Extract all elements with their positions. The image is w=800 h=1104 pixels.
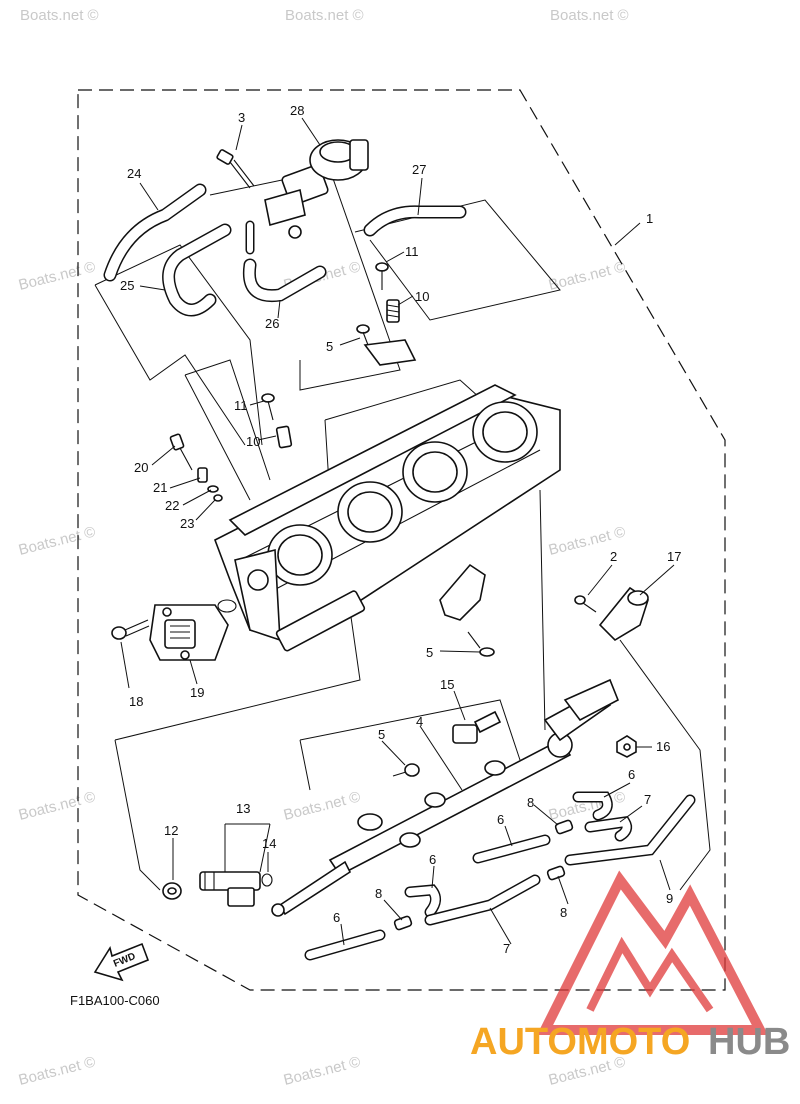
callout-leaders — [120, 117, 675, 946]
screw-5-lower — [467, 631, 495, 657]
fuel-rail-4 — [271, 678, 620, 917]
watermark: Boats.net © — [17, 523, 97, 559]
callout-11-lower: 11 — [234, 398, 248, 413]
callout-24: 24 — [127, 166, 141, 181]
hose-6-b — [404, 884, 441, 918]
hose-7-a — [424, 874, 541, 926]
watermark: Boats.net © — [282, 788, 362, 824]
callout-6-mid: 6 — [497, 812, 504, 827]
callout-3: 3 — [238, 110, 245, 125]
hose-26 — [242, 220, 327, 303]
callout-10-lower: 10 — [246, 434, 260, 449]
spring-21 — [197, 467, 208, 483]
joint-8-a — [393, 915, 413, 931]
watermark: Boats.net © — [20, 7, 99, 24]
hose-7-b — [584, 816, 633, 842]
callout-21: 21 — [153, 480, 167, 495]
callout-15: 15 — [440, 677, 454, 692]
logo-triangle-outer — [536, 870, 769, 1035]
bolt-18 — [111, 619, 150, 640]
callout-28: 28 — [290, 103, 304, 118]
screw-11-upper — [375, 262, 389, 290]
callout-22: 22 — [165, 498, 179, 513]
fwd-arrow: FWD — [93, 942, 150, 982]
callout-27: 27 — [412, 162, 426, 177]
callout-23: 23 — [180, 516, 194, 531]
joint-8-b — [546, 865, 566, 881]
sensor-15 — [452, 710, 502, 744]
bolt-2 — [574, 595, 597, 613]
seal-12 — [162, 882, 182, 900]
hose-6-a — [304, 929, 386, 961]
hose-9 — [564, 794, 696, 866]
callout-6-left: 6 — [333, 910, 340, 925]
logo-text-hub: HUB — [708, 1021, 790, 1063]
hose-27 — [363, 205, 467, 237]
assembly-boundary — [77, 89, 726, 991]
callout-7-right: 7 — [644, 792, 651, 807]
callout-9: 9 — [666, 891, 673, 906]
bracket-5 — [363, 339, 486, 621]
joint-8-c — [554, 819, 574, 835]
callout-19: 19 — [190, 685, 204, 700]
figure-code: F1BA100-C060 — [70, 993, 160, 1008]
watermark: Boats.net © — [285, 7, 364, 24]
callout-20: 20 — [134, 460, 148, 475]
o-ring-14 — [261, 873, 273, 887]
callout-1: 1 — [646, 211, 653, 226]
callout-14: 14 — [262, 836, 276, 851]
watermark: Boats.net © — [17, 1053, 97, 1089]
watermark: Boats.net © — [282, 1053, 362, 1089]
screw-11-lower — [261, 393, 275, 421]
callout-10-upper: 10 — [415, 289, 429, 304]
screw-5-rail — [392, 763, 420, 777]
sensor-17 — [598, 586, 649, 642]
spring-10-lower — [275, 425, 293, 449]
o-ring-23 — [213, 494, 223, 502]
screw-5-upper — [356, 324, 370, 346]
watermark: Boats.net © — [17, 258, 97, 294]
callout-13: 13 — [236, 801, 250, 816]
bolt-3 — [216, 149, 255, 189]
callout-8-right: 8 — [527, 795, 534, 810]
callout-4: 4 — [416, 714, 423, 729]
logo-triangle-inner — [586, 936, 714, 1013]
callout-6-center: 6 — [429, 852, 436, 867]
callout-6-right: 6 — [628, 767, 635, 782]
spring-10-upper — [386, 299, 400, 323]
callout-18: 18 — [129, 694, 143, 709]
throttle-body-assembly-4cyl — [213, 384, 561, 652]
callout-8-lower: 8 — [560, 905, 567, 920]
callout-11-upper: 11 — [405, 244, 419, 259]
hose-24 — [103, 183, 207, 282]
adjust-screw-20 — [169, 433, 193, 471]
callout-5-rail: 5 — [378, 727, 385, 742]
callout-8-left: 8 — [375, 886, 382, 901]
callout-26: 26 — [265, 316, 279, 331]
callout-16: 16 — [656, 739, 670, 754]
callout-numbers: 1 2 3 4 5 5 5 6 6 6 6 7 7 8 8 8 9 10 10 … — [120, 103, 681, 956]
watermark: Boats.net © — [17, 788, 97, 824]
logo-text-automoto: AUTOMOTO — [470, 1021, 690, 1063]
watermark: Boats.net © — [550, 7, 629, 24]
idle-control-valve-28 — [264, 139, 369, 239]
hose-25 — [162, 223, 232, 317]
injector-13 — [199, 871, 261, 907]
callout-5-upper: 5 — [326, 339, 333, 354]
callout-25: 25 — [120, 278, 134, 293]
callout-2: 2 — [610, 549, 617, 564]
nut-16 — [616, 735, 637, 758]
callout-5-middle: 5 — [426, 645, 433, 660]
callout-12: 12 — [164, 823, 178, 838]
hose-6-c — [472, 834, 551, 864]
automotohub-logo — [536, 870, 769, 1035]
sensor-19 — [149, 599, 237, 661]
callout-17: 17 — [667, 549, 681, 564]
callout-7-lower: 7 — [503, 941, 510, 956]
